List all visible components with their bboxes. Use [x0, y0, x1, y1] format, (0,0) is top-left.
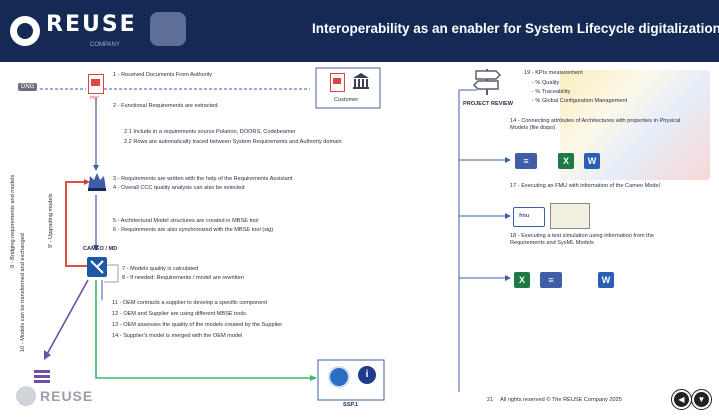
- kpi-item-quality: - % Quality: [532, 80, 560, 86]
- footer-logo-icon: [16, 386, 36, 406]
- page-title: Interoperability as an enabler for Syste…: [312, 21, 719, 36]
- step-2-text: 2 - Functional Requirements are extracte…: [113, 103, 218, 109]
- model-tool-icon: ≡: [515, 153, 537, 169]
- step-17-text: 17 - Executing an FMU with information o…: [510, 183, 660, 189]
- page-number: 21: [487, 397, 494, 403]
- step-2-2-text: 2.2 Rows are automatically traced betwee…: [124, 139, 342, 145]
- copyright-text: All rights reserved © The REUSE Company …: [500, 397, 622, 403]
- step-2-1-text: 2.1 Include in a requirements source Pol…: [124, 129, 296, 135]
- pdf-icon: [88, 74, 104, 94]
- header-logo-sub: COMPANY: [90, 42, 120, 48]
- step-14b-text: 14 - Supplier's model is merged with the…: [112, 333, 243, 339]
- vertical-label-bridging: 9 - Bridging requirements and models: [10, 174, 16, 268]
- model-tool-icon-2: ≡: [540, 272, 562, 288]
- simulation-screen-icon: [550, 203, 590, 229]
- dng-tag: DNG: [18, 83, 38, 91]
- supplier-tool-icon: [328, 366, 350, 388]
- kpi-title: 19 - KPIs measurement: [524, 70, 583, 76]
- step-13-text: 13 - OEM assesses the quality of the mod…: [112, 322, 283, 328]
- signpost-icon: [472, 66, 502, 96]
- header-banner: REUSE COMPANY Interoperability as an ena…: [0, 0, 719, 62]
- vertical-label-transform: 10 - Models can be transformed and excha…: [20, 233, 26, 352]
- vertical-label-upgrading: 9' - Upgrading models: [48, 193, 54, 248]
- step-12-text: 12 - OEM and Supplier are using differen…: [112, 311, 246, 317]
- fmu-label: fmu: [519, 213, 530, 219]
- partner-emblem-icon: [150, 12, 186, 46]
- step-18-text: 18 - Executing a test simulation using i…: [510, 233, 654, 246]
- government-building-icon: [352, 72, 370, 90]
- step-7-text: 7 - Models quality is calculated: [122, 266, 199, 272]
- kpi-item-configuration: - % Global Configuration Management: [532, 98, 628, 104]
- word-icon: W: [584, 153, 600, 169]
- step-8-text: 8 - If needed: Requirements / model are …: [122, 275, 244, 281]
- step-1-text: 1 - Received Documents From Authority: [113, 72, 213, 78]
- word-icon-2: W: [598, 272, 614, 288]
- step-3-text: 3 - Requirements are written with the he…: [113, 176, 293, 182]
- excel-icon-2: X: [514, 272, 530, 288]
- footer-logo-text: REUSE: [40, 388, 94, 404]
- model-exchange-icon: [34, 370, 50, 384]
- kpi-item-traceability: - % Traceability: [532, 89, 571, 95]
- step-11-text: 11 - OEM contracts a supplier to develop…: [112, 300, 268, 306]
- cameo-label: CAMEO / MD: [83, 246, 118, 252]
- customer-label: Customer: [334, 97, 359, 103]
- prev-slide-button[interactable]: ◀: [671, 389, 692, 410]
- header-logo-text: REUSE: [46, 12, 137, 37]
- ssp-label: SSP.1: [343, 402, 359, 408]
- reuse-logo-icon: [10, 16, 40, 46]
- step-6-text: 6 - Requirements are also synchronized w…: [113, 227, 274, 233]
- requirements-assistant-icon: [86, 170, 108, 192]
- customer-pdf-icon: [330, 73, 345, 92]
- cameo-tool-icon: [87, 257, 107, 277]
- step-4-text: 4 - Overall CCC quality analysis can als…: [113, 185, 245, 191]
- project-review-label: PROJECT REVIEW: [463, 101, 514, 107]
- excel-icon: X: [558, 153, 574, 169]
- info-icon: i: [358, 366, 376, 384]
- step-14-text: 14 - Connecting attributes of Architectu…: [510, 118, 681, 131]
- pdf-label: PDF: [90, 95, 99, 100]
- fmu-icon: fmu: [513, 207, 545, 227]
- step-5-text: 5 - Architectural Model structures are c…: [113, 218, 259, 224]
- next-slide-button[interactable]: ▼: [691, 389, 712, 410]
